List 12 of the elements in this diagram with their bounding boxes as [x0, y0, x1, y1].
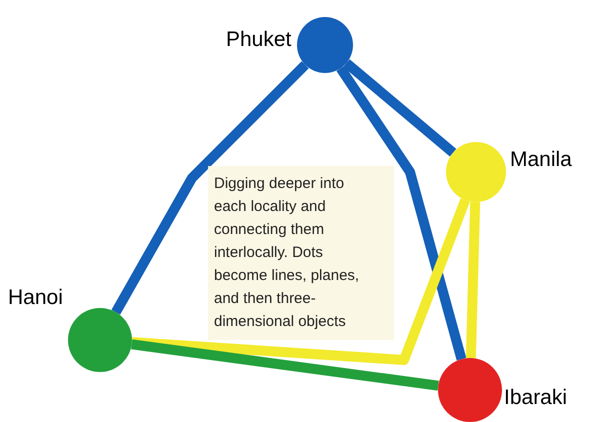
place-label: Manila — [510, 149, 572, 170]
note-text: Digging deeper into each locality and connecting them interlocally. Dots become lines, planes, and then three-dimensional objects — [214, 174, 360, 332]
note-box — [208, 166, 394, 340]
connector-line — [132, 198, 470, 365]
connector-line — [336, 66, 466, 360]
place-label: Ibaraki — [504, 387, 568, 408]
connector-line — [466, 202, 480, 358]
connector-line — [131, 339, 439, 391]
connector-line — [111, 61, 309, 315]
connector-line — [343, 59, 456, 157]
place-label: Hanoi — [8, 287, 63, 308]
place-label: Phuket — [226, 29, 292, 50]
